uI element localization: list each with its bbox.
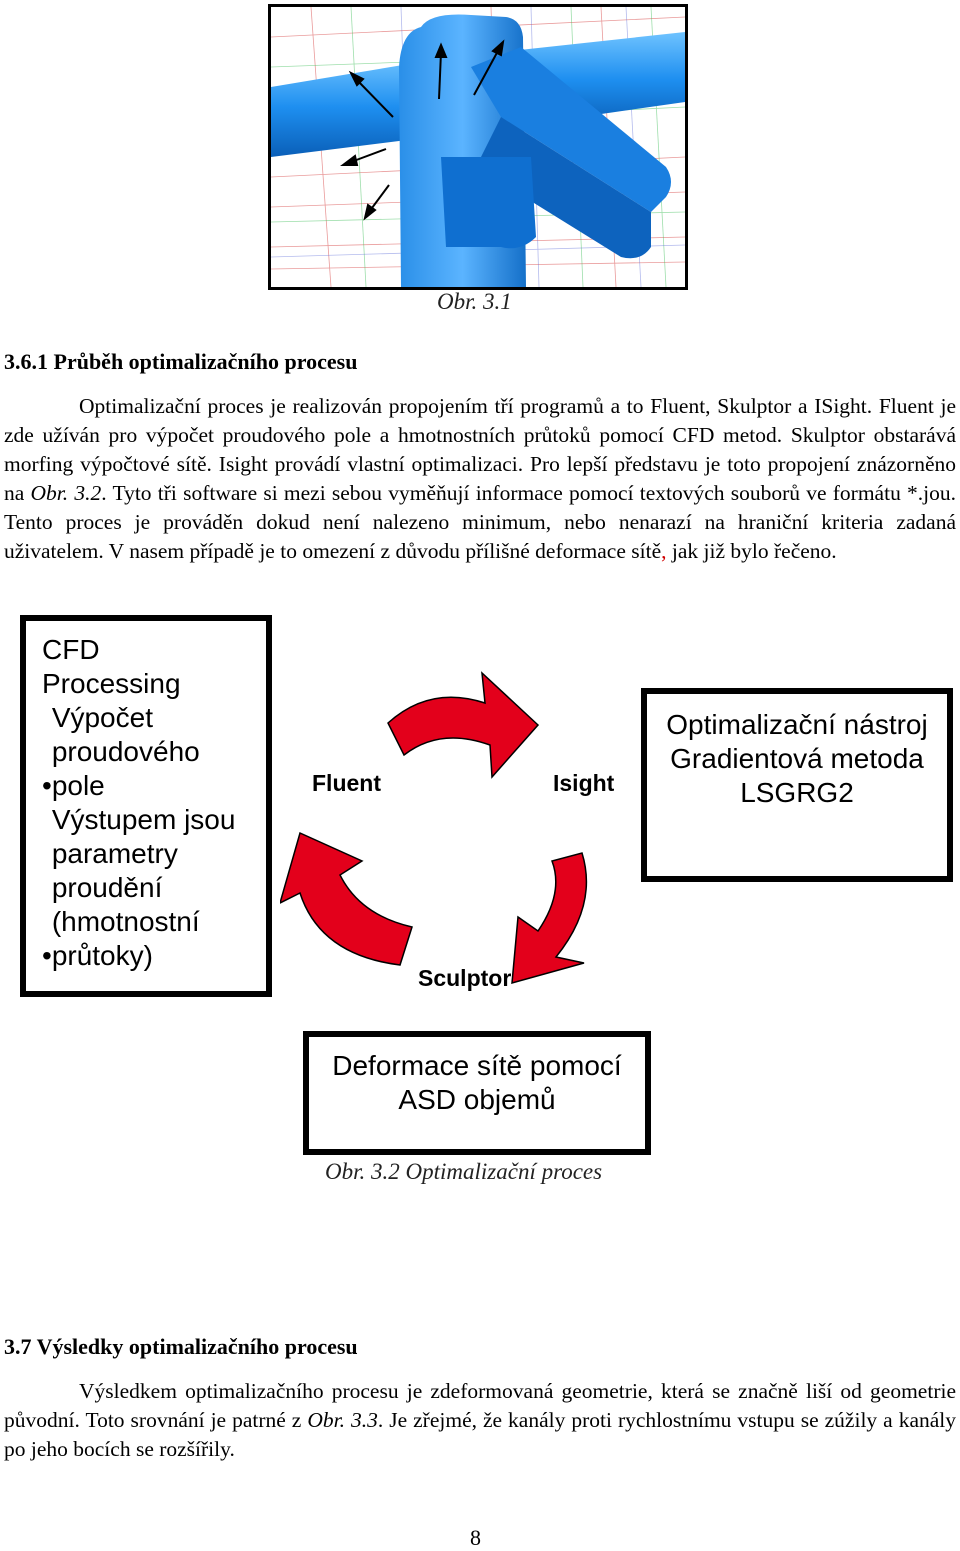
highlighted-comma: ,: [661, 539, 667, 563]
cfd-title-line1: CFD: [42, 634, 100, 665]
cfd-processing-box: CFD Processing •Výpočet proudového pole …: [20, 615, 272, 997]
paragraph-text: . Je zřejmé, že kanály proti rychlostním…: [4, 1408, 957, 1461]
cfd-bullet-2: •Výstupem jsou parametry proudění (hmotn…: [42, 803, 266, 973]
figure-3-1-caption: Obr. 3.1: [437, 289, 512, 314]
mesh-deformation-box: Deformace sítě pomocí ASD objemů: [303, 1031, 651, 1155]
optimization-tool-box: Optimalizační nástroj Gradientová metoda…: [641, 688, 953, 882]
bullet-text: Výstupem jsou parametry proudění (hmotno…: [51, 804, 236, 971]
cfd-bullet-1: •Výpočet proudového pole: [42, 701, 266, 803]
label-isight: Isight: [553, 770, 615, 796]
paragraph-text: jak již bylo řečeno.: [666, 539, 837, 563]
cycle-arrows: [280, 671, 588, 985]
optimization-tool-text: Optimalizační nástroj Gradientová metoda…: [666, 709, 928, 808]
label-sculptor: Sculptor: [418, 965, 512, 991]
section-heading-3-6-1: 3.6.1 Průběh optimalizačního procesu: [4, 349, 358, 374]
mesh-render-graphic: [271, 7, 685, 287]
figure-reference: Obr. 3.3: [307, 1408, 378, 1432]
cfd-title-line2: Processing: [42, 668, 181, 699]
section-3-7-paragraph: Výsledkem optimalizačního procesu je zde…: [4, 1377, 956, 1464]
figure-3-2-caption: Obr. 3.2 Optimalizační proces: [325, 1159, 603, 1184]
section-3-6-1-paragraph: Optimalizační proces je realizován propo…: [4, 392, 956, 566]
section-heading-3-7: 3.7 Výsledky optimalizačního procesu: [4, 1334, 358, 1359]
arrow-isight-to-sculptor: [511, 852, 588, 985]
arrow-fluent-to-isight: [387, 671, 540, 779]
arrow-sculptor-to-fluent: [280, 831, 413, 966]
figure-3-1-image: [268, 4, 688, 290]
mesh-deformation-text: Deformace sítě pomocí ASD objemů: [332, 1050, 622, 1115]
bullet-text: Výpočet proudového pole: [51, 702, 200, 801]
paragraph-text: Výsledkem optimalizačního procesu je zde…: [4, 1379, 956, 1432]
figure-reference: Obr. 3.2: [30, 481, 102, 505]
page-number: 8: [470, 1525, 481, 1550]
paragraph-text: . Tyto tři software si mezi sebou vyměňu…: [4, 481, 957, 563]
label-fluent: Fluent: [312, 770, 381, 796]
paragraph-text: Optimalizační proces je realizován propo…: [4, 394, 956, 505]
